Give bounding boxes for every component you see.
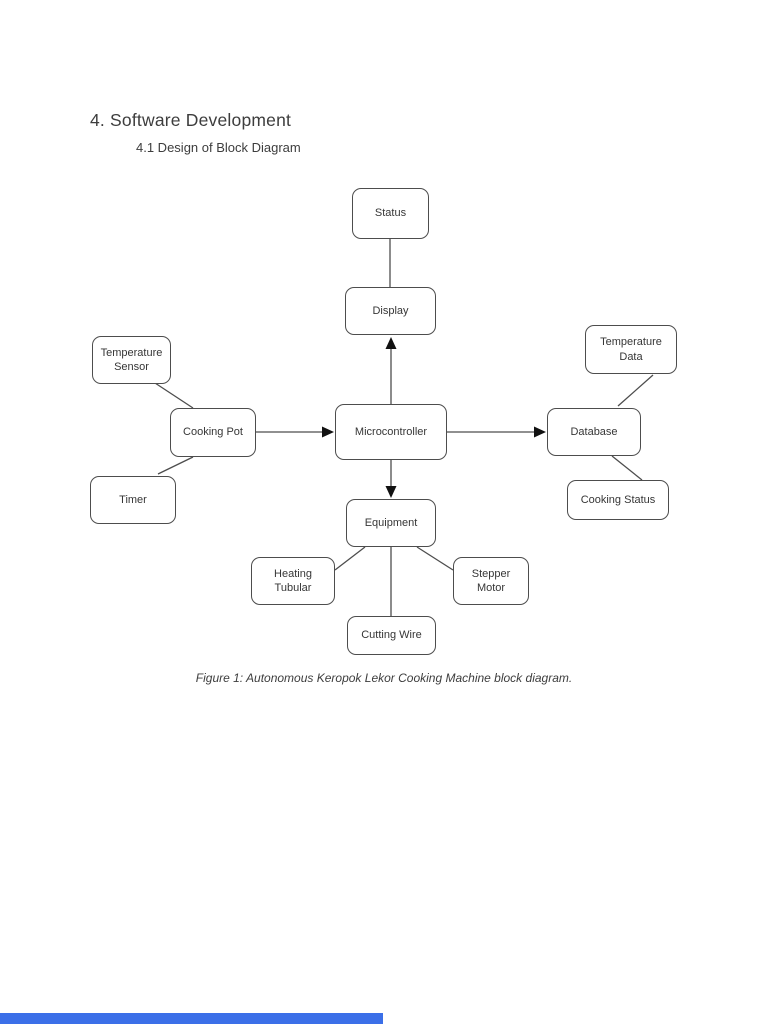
diagram-node-stepper-motor: Stepper Motor	[453, 557, 529, 605]
edge-database-cooking-status	[611, 455, 643, 481]
diagram-node-display: Display	[345, 287, 436, 335]
diagram-node-microcontroller: Microcontroller	[335, 404, 447, 460]
diagram-node-timer: Timer	[90, 476, 176, 524]
edge-temperature-sensor-cooking-pot	[154, 382, 194, 409]
viewer-progress-bar	[0, 1013, 383, 1024]
arrowhead-display	[385, 337, 397, 349]
diagram-node-heating-tubular: Heating Tubular	[251, 557, 335, 605]
diagram-node-temperature-sensor: Temperature Sensor	[92, 336, 171, 384]
edge-temperature-data-database	[617, 374, 654, 407]
diagram-node-cutting-wire: Cutting Wire	[347, 616, 436, 655]
section-heading: 4. Software Development	[90, 110, 292, 130]
diagram-node-cooking-status: Cooking Status	[567, 480, 669, 520]
diagram-node-equipment: Equipment	[346, 499, 436, 547]
edge-equipment-heating-tubular	[334, 546, 366, 571]
edge-equipment-stepper-motor	[416, 546, 454, 571]
arrowhead-equipment	[385, 486, 397, 498]
subsection-heading: 4.1 Design of Block Diagram	[136, 140, 301, 155]
arrowhead-microcontroller	[322, 426, 334, 438]
arrowhead-database	[534, 426, 546, 438]
diagram-node-status: Status	[352, 188, 429, 239]
figure-caption: Figure 1: Autonomous Keropok Lekor Cooki…	[195, 671, 573, 685]
diagram-node-temperature-data: Temperature Data	[585, 325, 677, 374]
diagram-connectors	[154, 239, 654, 616]
diagram-node-database: Database	[547, 408, 641, 456]
edge-timer-cooking-pot	[157, 456, 194, 475]
diagram-node-cooking-pot: Cooking Pot	[170, 408, 256, 457]
